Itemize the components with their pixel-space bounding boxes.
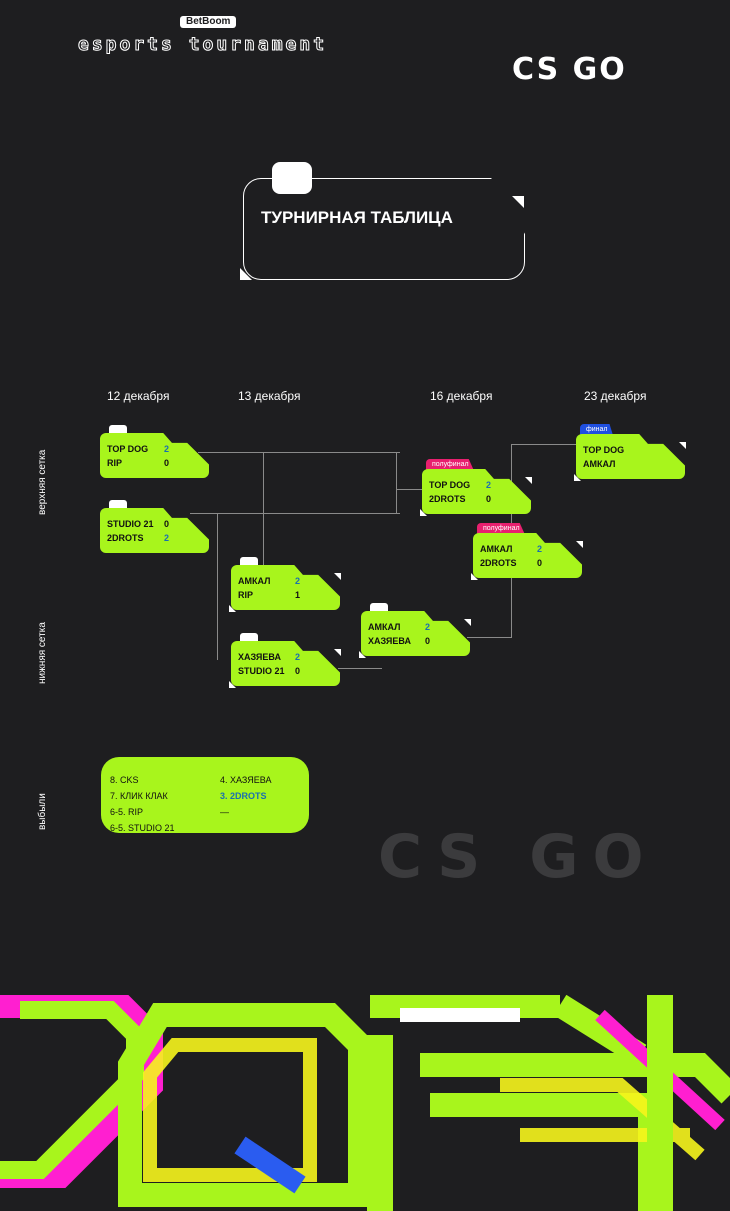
bracket-line [263, 452, 264, 565]
corner-decor [464, 619, 471, 626]
team-name: 2DROTS [429, 494, 466, 504]
team-name: АМКАЛ [480, 544, 513, 554]
stage-badge: финал [580, 424, 614, 437]
match-card[interactable]: TOP DOG 2 RIP 0 [100, 433, 209, 478]
page-title: ТУРНИРНАЯ ТАБЛИЦА [261, 208, 453, 227]
eliminated-item: 8. CKS [110, 775, 139, 785]
team-name: STUDIO 21 [107, 519, 154, 529]
bracket-line [467, 637, 512, 638]
team-score: 0 [164, 519, 170, 529]
team-score: 2 [295, 652, 301, 662]
team-name: TOP DOG [107, 444, 149, 454]
team-name: ХАЗЯЕВА [238, 652, 281, 662]
bracket-line [190, 513, 400, 514]
eliminated-item: 7. КЛИК КЛАК [110, 791, 168, 801]
match-card[interactable]: TOP DOG АМКАЛ [576, 434, 685, 479]
bracket-line [338, 668, 382, 669]
team-name: ХАЗЯЕВА [368, 636, 411, 646]
match-card[interactable]: АМКАЛ 2 ХАЗЯЕВА 0 [361, 611, 470, 656]
eliminated-item: — [220, 807, 229, 817]
corner-decor [576, 541, 583, 548]
corner-decor [229, 605, 236, 612]
date-label: 16 декабря [430, 389, 493, 403]
brand-logo: esports tournament [77, 34, 328, 55]
team-name: STUDIO 21 [238, 666, 285, 676]
team-name: АМКАЛ [238, 576, 271, 586]
corner-decor [359, 651, 366, 658]
brand-small: BetBoom [180, 16, 237, 28]
card-tab-decor [370, 603, 388, 614]
team-name: TOP DOG [583, 445, 625, 455]
match-card[interactable]: АМКАЛ 2 2DROTS 0 [473, 533, 582, 578]
team-score: 0 [486, 494, 492, 504]
stage-badge: полуфинал [477, 523, 526, 536]
bracket-line [217, 513, 218, 660]
date-label: 12 декабря [107, 389, 170, 403]
date-label: 23 декабря [584, 389, 647, 403]
lower-bracket-label: нижняя сетка [37, 622, 48, 684]
team-name: 2DROTS [480, 558, 517, 568]
corner-decor [334, 573, 341, 580]
team-name: 2DROTS [107, 533, 144, 543]
card-tab-decor [109, 425, 127, 436]
eliminated-item: 6-5. STUDIO 21 [110, 823, 175, 833]
corner-decor [471, 573, 478, 580]
bracket-line [511, 576, 512, 637]
date-label: 13 декабря [238, 389, 301, 403]
decorative-2024-art [0, 995, 730, 1211]
card-tab-decor [240, 633, 258, 644]
corner-decor [334, 649, 341, 656]
team-score: 0 [537, 558, 543, 568]
team-score: 0 [425, 636, 431, 646]
match-card[interactable]: АМКАЛ 2 RIP 1 [231, 565, 340, 610]
corner-decor [229, 681, 236, 688]
bracket-line [396, 452, 397, 514]
eliminated-item: 4. ХАЗЯЕВА [220, 775, 272, 785]
eliminated-label: выбыли [37, 793, 48, 830]
match-card[interactable]: TOP DOG 2 2DROTS 0 [422, 469, 531, 514]
upper-bracket-label: верхняя сетка [37, 449, 48, 515]
csgo-watermark: CS GO [378, 822, 658, 892]
team-name: RIP [238, 590, 254, 600]
bracket-line [396, 489, 423, 490]
corner-decor [420, 509, 427, 516]
match-card[interactable]: STUDIO 21 0 2DROTS 2 [100, 508, 209, 553]
corner-decor [525, 477, 532, 484]
bracket-line [198, 452, 400, 453]
match-card[interactable]: ХАЗЯЕВА 2 STUDIO 21 0 [231, 641, 340, 686]
team-score: 0 [295, 666, 301, 676]
csgo-logo: CS GO [512, 52, 627, 87]
team-name: АМКАЛ [368, 622, 401, 632]
team-score: 2 [425, 622, 431, 632]
team-score: 2 [295, 576, 301, 586]
card-tab-decor [240, 557, 258, 568]
corner-decor [679, 442, 686, 449]
corner-decor [512, 196, 524, 208]
team-name: АМКАЛ [583, 459, 616, 469]
team-score: 0 [164, 458, 170, 468]
team-score: 2 [537, 544, 543, 554]
corner-decor [574, 474, 581, 481]
stage-badge: полуфинал [426, 459, 475, 472]
team-score: 1 [295, 590, 301, 600]
eliminated-item: 3. 2DROTS [220, 791, 267, 801]
team-score: 2 [164, 444, 170, 454]
card-tab-decor [109, 500, 127, 511]
eliminated-panel: 8. CKS 7. КЛИК КЛАК 6-5. RIP 6-5. STUDIO… [101, 757, 309, 833]
team-name: RIP [107, 458, 123, 468]
bracket-line [511, 444, 577, 445]
team-score: 2 [164, 533, 170, 543]
team-name: TOP DOG [429, 480, 471, 490]
eliminated-item: 6-5. RIP [110, 807, 144, 817]
team-score: 2 [486, 480, 492, 490]
